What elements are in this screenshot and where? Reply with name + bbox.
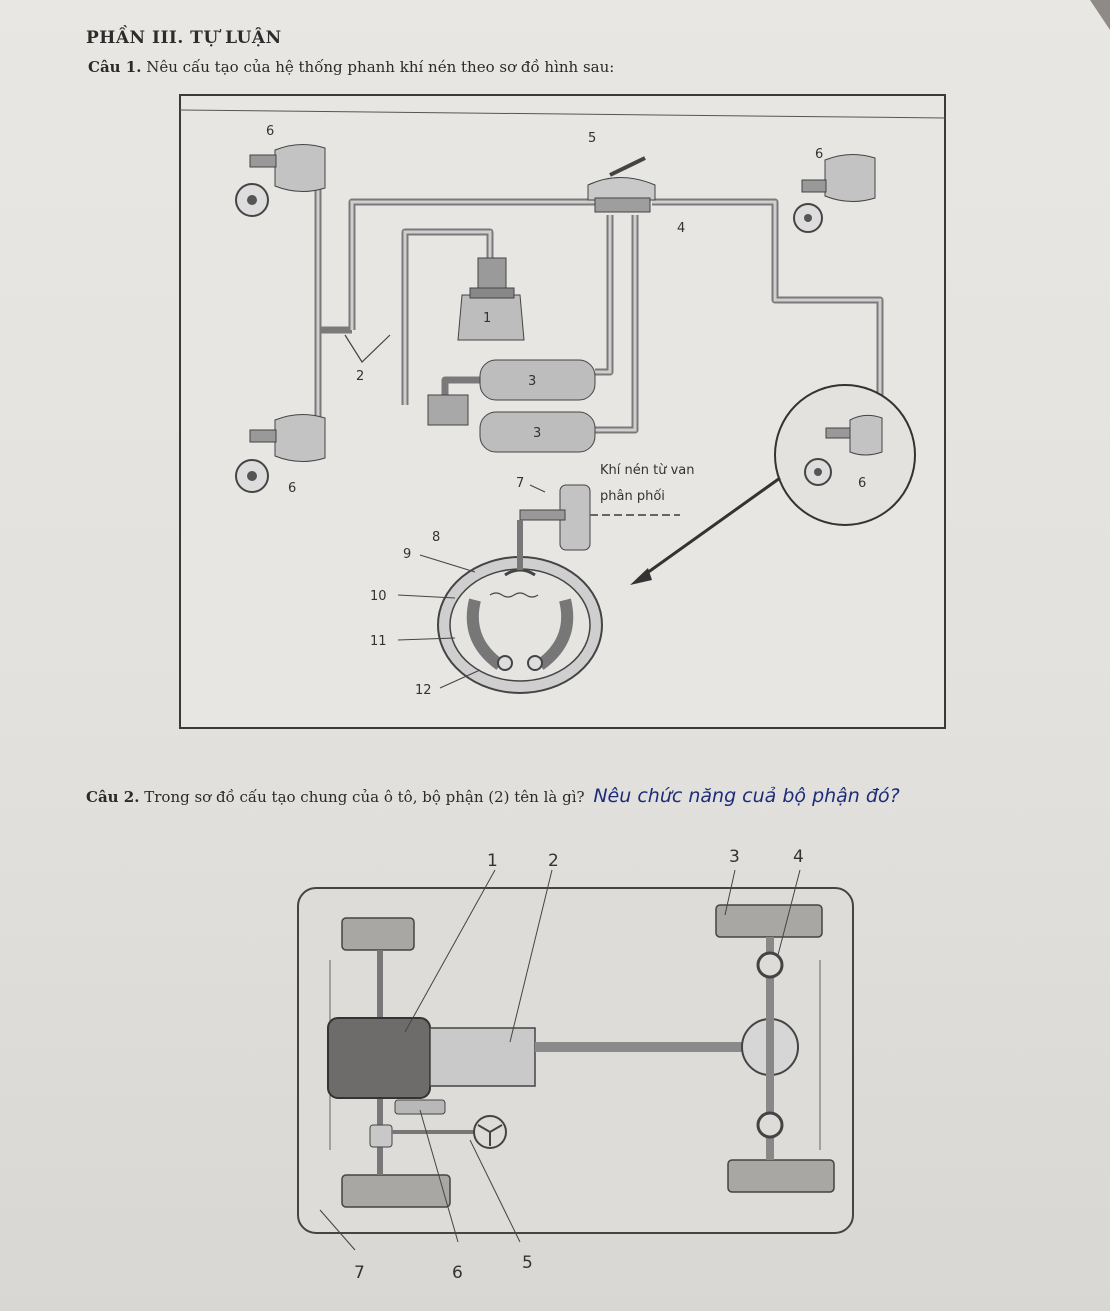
label-2: 2 <box>356 369 364 384</box>
label-6-bottom-left: 6 <box>288 481 296 496</box>
label-11: 11 <box>370 634 387 649</box>
car-label-7: 7 <box>354 1263 365 1283</box>
compressor-part-1 <box>457 257 525 341</box>
brake-chamber-bottom-left <box>235 414 326 493</box>
brake-pedal-part-5 <box>609 156 646 177</box>
label-6-top-left: 6 <box>266 124 274 139</box>
label-7: 7 <box>516 476 524 491</box>
drum-brake-assembly <box>437 520 603 694</box>
label-4: 4 <box>677 221 685 236</box>
question-2-handwritten: Nêu chức năng cuả bộ phận đó? <box>593 785 900 807</box>
car-label-2: 2 <box>548 851 559 871</box>
label-9: 9 <box>403 547 411 562</box>
distributor-valve-part-4 <box>587 156 656 213</box>
brake-chamber-top-left <box>235 144 326 217</box>
question-2: Câu 2. Trong sơ đồ cấu tạo chung của ô t… <box>86 785 900 807</box>
label-3-upper: 3 <box>528 374 536 389</box>
question-1: Câu 1. Nêu cấu tạo của hệ thống phanh kh… <box>88 58 614 76</box>
caption-line-1: Khí nén từ van <box>600 463 695 478</box>
label-12: 12 <box>415 683 432 698</box>
engine-part-1 <box>327 1017 431 1099</box>
air-flow-arrow <box>639 476 781 580</box>
air-brake-diagram: 1 2 3 3 4 5 6 6 6 6 7 8 9 10 11 12 Khí n… <box>179 94 946 729</box>
small-chamber-part-7 <box>519 484 680 551</box>
question-1-label: Câu 1. <box>88 58 142 76</box>
label-6-top-right: 6 <box>815 147 823 162</box>
car-label-5: 5 <box>522 1253 533 1273</box>
gearbox-part-2 <box>429 1027 536 1087</box>
label-6-bottom-right: 6 <box>858 476 866 491</box>
car-label-4: 4 <box>793 847 804 867</box>
question-1-text: Nêu cấu tạo của hệ thống phanh khí nén t… <box>146 58 615 76</box>
car-label-1: 1 <box>487 851 498 871</box>
air-reservoirs-part-3 <box>427 359 596 453</box>
car-label-6: 6 <box>452 1263 463 1283</box>
label-1: 1 <box>483 311 491 326</box>
section-title: PHẦN III. TỰ LUẬN <box>86 28 282 48</box>
wheels <box>341 904 835 1208</box>
label-3-lower: 3 <box>533 426 541 441</box>
question-2-label: Câu 2. <box>86 788 140 806</box>
label-10: 10 <box>370 589 387 604</box>
brake-chamber-top-right <box>793 154 876 233</box>
brake-chamber-bottom-right-magnified <box>774 384 916 526</box>
label-5: 5 <box>588 131 596 146</box>
caption-line-2: phân phối <box>600 489 665 504</box>
label-8: 8 <box>432 530 440 545</box>
car-label-3: 3 <box>729 847 740 867</box>
part-2-pointer <box>344 334 391 363</box>
question-2-text: Trong sơ đồ cấu tạo chung của ô tô, bộ p… <box>144 788 585 806</box>
